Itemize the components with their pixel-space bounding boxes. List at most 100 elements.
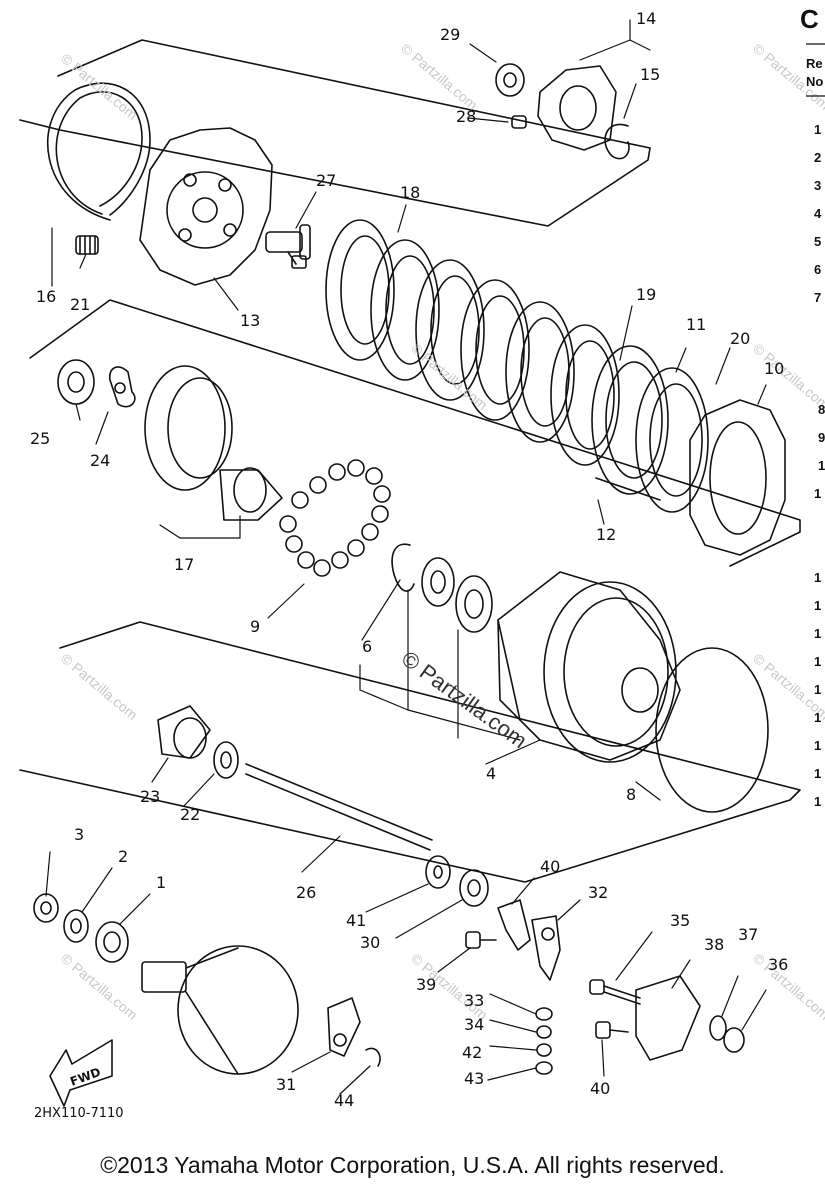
ref-number: 2 [814, 150, 821, 165]
callout-26: 26 [296, 883, 316, 902]
group-outline-lower [19, 621, 801, 883]
part-11-20-plates [591, 345, 709, 513]
part-16-circlip [46, 82, 151, 221]
part-26-long-push-rod [245, 763, 433, 851]
callout-32: 32 [588, 883, 608, 902]
ref-number: 1 [814, 654, 821, 669]
callout-44: 44 [334, 1091, 354, 1110]
callout-43: 43 [464, 1069, 484, 1088]
part-27-push-rod [265, 224, 311, 269]
svg-text:© Partzilla.com: © Partzilla.com [58, 950, 141, 1023]
callout-27: 27 [316, 171, 336, 190]
ref-number: 1 [814, 710, 821, 725]
svg-text:© Partzilla.com: © Partzilla.com [397, 646, 532, 753]
callout-18: 18 [400, 183, 420, 202]
ref-number: 1 [814, 682, 821, 697]
ref-number-column: 123456789101111111111 [814, 122, 825, 809]
callout-19: 19 [636, 285, 656, 304]
part-30-washer [459, 869, 489, 907]
header-title-fragment: C [800, 4, 819, 34]
callout-40: 40 [590, 1079, 610, 1098]
ref-number: 3 [814, 178, 821, 193]
ref-number: 10 [818, 458, 825, 473]
svg-text:© Partzilla.com: © Partzilla.com [58, 650, 141, 723]
ref-header-1: Re [806, 56, 823, 71]
ref-number: 8 [818, 402, 825, 417]
part-36-bolt [589, 979, 641, 1005]
part-2-washer [63, 909, 89, 943]
ref-number: 1 [814, 766, 821, 781]
ref-number: 1 [814, 738, 821, 753]
part-37-washer [709, 1015, 727, 1041]
callout-37: 37 [738, 925, 758, 944]
callout-8: 8 [626, 785, 636, 804]
ref-number: 1 [814, 570, 821, 585]
svg-text:© Partzilla.com: © Partzilla.com [750, 340, 825, 413]
leader-lines [45, 19, 767, 1095]
part-1-gear [95, 921, 129, 963]
copyright-notice: ©2013 Yamaha Motor Corporation, U.S.A. A… [100, 1152, 725, 1178]
callout-20: 20 [730, 329, 750, 348]
part-40-bolt-b [595, 1021, 629, 1039]
callout-38: 38 [704, 935, 724, 954]
callout-2: 2 [118, 847, 128, 866]
callout-11: 11 [686, 315, 706, 334]
part-31-lever [327, 997, 361, 1057]
callout-1: 1 [156, 873, 166, 892]
fwd-arrow-icon [49, 1039, 113, 1107]
part-15-circlip [604, 123, 630, 160]
ref-number: 1 [814, 598, 821, 613]
part-42-washer [425, 855, 451, 889]
callout-3: 3 [74, 825, 84, 844]
callout-39: 39 [416, 975, 436, 994]
callout-29: 29 [440, 25, 460, 44]
callout-31: 31 [276, 1075, 296, 1094]
part-25-nut [57, 359, 95, 405]
ref-number: 4 [814, 206, 822, 221]
ref-number: 1 [814, 794, 821, 809]
ref-number: 1 [814, 626, 821, 641]
part-33-34-43-35-stack [535, 1007, 553, 1075]
ref-number: 1 [814, 122, 821, 137]
part-washer [421, 557, 493, 633]
callout-24: 24 [90, 451, 110, 470]
callout-30: 30 [360, 933, 380, 952]
ref-number: 7 [814, 290, 821, 305]
svg-text:© Partzilla.com: © Partzilla.com [398, 40, 481, 113]
part-29-bearing [495, 63, 525, 97]
callout-4: 4 [486, 764, 496, 783]
part-18-19-plate-stack [325, 219, 620, 466]
part-38-nut [723, 1027, 745, 1053]
part-22-washer [213, 741, 239, 779]
callout-25: 25 [30, 429, 50, 448]
callout-41: 41 [346, 911, 366, 930]
callout-40: 40 [540, 857, 560, 876]
group-outline-top [19, 39, 651, 227]
svg-text:© Partzilla.com: © Partzilla.com [58, 50, 141, 123]
callout-15: 15 [640, 65, 660, 84]
callout-17: 17 [174, 555, 194, 574]
callout-21: 21 [70, 295, 90, 314]
ref-number: 6 [814, 262, 821, 277]
part-14-housing [537, 65, 617, 151]
part-39-bracket [635, 975, 701, 1061]
callout-14: 14 [636, 9, 656, 28]
callout-10: 10 [764, 359, 784, 378]
part-8-o-ring [655, 647, 769, 813]
callout-42: 42 [462, 1043, 482, 1062]
part-4-clutch-housing [497, 571, 681, 763]
ref-number: 1 [814, 486, 821, 501]
callout-28: 28 [456, 107, 476, 126]
part-10-plate [689, 399, 786, 556]
callout-22: 22 [180, 805, 200, 824]
group-outline-middle [29, 299, 801, 567]
part-3-nut [33, 893, 59, 923]
part-12-pin [595, 477, 661, 501]
part-9-balls [279, 459, 391, 577]
callout-35: 35 [670, 911, 690, 930]
part-40-bolt-a [465, 931, 497, 949]
part-13-pressure-plate [139, 127, 273, 286]
part-24-lock-washer [108, 366, 136, 408]
part-6-circlip [391, 543, 415, 592]
